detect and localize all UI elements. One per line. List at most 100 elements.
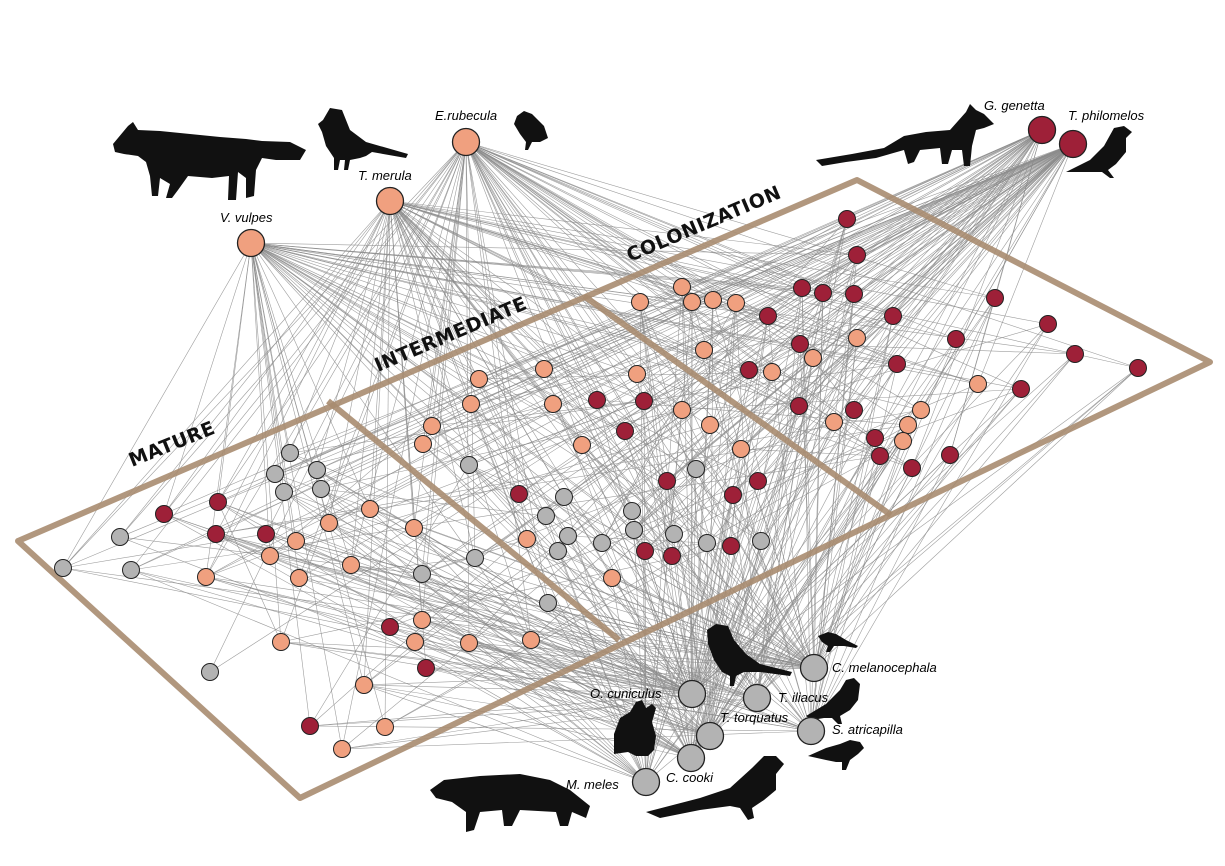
interaction-link bbox=[389, 200, 645, 402]
plant-node-mature bbox=[122, 561, 140, 579]
interaction-link bbox=[341, 693, 693, 750]
plant-node-mature bbox=[698, 534, 716, 552]
interaction-link bbox=[756, 254, 858, 699]
interaction-link bbox=[421, 143, 1074, 575]
interaction-link bbox=[756, 357, 814, 699]
label-satricapilla: S. atricapilla bbox=[832, 722, 903, 737]
interaction-link bbox=[756, 388, 1022, 699]
interaction-link bbox=[209, 254, 858, 673]
plant-node-colonization bbox=[1066, 345, 1084, 363]
plant-node-colonization bbox=[903, 459, 921, 477]
interaction-link bbox=[421, 573, 711, 737]
plant-node-mature bbox=[201, 663, 219, 681]
interaction-link bbox=[130, 569, 647, 783]
interaction-link bbox=[280, 545, 732, 643]
interaction-link bbox=[328, 129, 1043, 524]
interaction-link bbox=[62, 200, 391, 569]
interaction-link bbox=[250, 242, 693, 303]
interaction-link bbox=[250, 242, 352, 566]
interaction-link bbox=[465, 141, 858, 339]
plane-outline bbox=[15, 177, 1213, 801]
plant-node-intermediate bbox=[287, 532, 305, 550]
interaction-link bbox=[690, 293, 855, 759]
interaction-link bbox=[691, 468, 697, 695]
interaction-link bbox=[328, 522, 647, 783]
interaction-link bbox=[215, 533, 647, 783]
interaction-link bbox=[250, 242, 365, 686]
disperser-node-ggenetta bbox=[1027, 115, 1057, 145]
interaction-link bbox=[955, 143, 1074, 340]
plant-node-colonization bbox=[155, 505, 173, 523]
interaction-link bbox=[250, 242, 285, 493]
interaction-link bbox=[265, 143, 1074, 535]
plant-node-mature bbox=[275, 483, 293, 501]
interaction-link bbox=[389, 200, 1139, 369]
interaction-link bbox=[384, 200, 391, 728]
plant-node-mature bbox=[266, 465, 284, 483]
plant-node-colonization bbox=[791, 335, 809, 353]
plant-node-mature bbox=[625, 521, 643, 539]
interaction-link bbox=[799, 343, 1076, 355]
interaction-link bbox=[645, 409, 922, 783]
label-vvulpes: V. vulpes bbox=[220, 210, 273, 225]
interaction-link bbox=[740, 448, 881, 457]
interaction-link bbox=[250, 242, 759, 482]
interaction-link bbox=[350, 141, 467, 566]
interaction-link bbox=[283, 491, 693, 695]
interaction-link bbox=[309, 464, 470, 727]
plant-node-colonization bbox=[207, 525, 225, 543]
plant-node-mature bbox=[312, 480, 330, 498]
interaction-link bbox=[389, 200, 1049, 325]
interaction-link bbox=[316, 469, 693, 695]
plant-node-intermediate bbox=[894, 432, 912, 450]
plant-node-intermediate bbox=[628, 365, 646, 383]
interaction-link bbox=[250, 242, 673, 557]
interaction-link bbox=[250, 242, 472, 405]
interaction-link bbox=[320, 488, 647, 783]
plant-node-intermediate bbox=[732, 440, 750, 458]
interaction-link bbox=[810, 440, 904, 732]
plant-node-mature bbox=[54, 559, 72, 577]
robin-icon bbox=[514, 111, 548, 150]
interaction-link bbox=[217, 200, 391, 503]
interaction-link bbox=[611, 577, 815, 669]
interaction-link bbox=[425, 667, 711, 737]
plant-node-colonization bbox=[635, 392, 653, 410]
plant-node-colonization bbox=[871, 447, 889, 465]
interaction-link bbox=[631, 510, 812, 732]
interaction-link bbox=[62, 143, 1074, 569]
plant-node-intermediate bbox=[406, 633, 424, 651]
plant-node-colonization bbox=[884, 307, 902, 325]
interaction-link bbox=[384, 440, 904, 728]
interaction-link bbox=[280, 641, 693, 695]
interaction-link bbox=[465, 141, 528, 540]
interaction-link bbox=[215, 533, 711, 737]
interaction-link bbox=[673, 533, 815, 669]
interaction-link bbox=[465, 141, 683, 288]
plant-node-intermediate bbox=[333, 740, 351, 758]
interaction-link bbox=[691, 338, 957, 695]
interaction-link bbox=[215, 409, 922, 535]
interaction-link bbox=[389, 200, 693, 303]
interaction-link bbox=[756, 437, 876, 699]
interaction-link bbox=[130, 129, 1043, 571]
interaction-link bbox=[422, 443, 711, 737]
interaction-link bbox=[431, 400, 645, 427]
plant-node-colonization bbox=[1039, 315, 1057, 333]
interaction-link bbox=[547, 602, 711, 737]
plant-node-intermediate bbox=[261, 547, 279, 565]
interaction-link bbox=[799, 143, 1074, 345]
interaction-link bbox=[645, 297, 996, 783]
interaction-link bbox=[369, 200, 391, 510]
intermediate-colonization-divider bbox=[582, 293, 893, 518]
interaction-link bbox=[631, 510, 815, 669]
interaction-link bbox=[547, 602, 812, 732]
interaction-link bbox=[289, 363, 898, 454]
interaction-link bbox=[636, 373, 815, 669]
disperser-node-mmeles bbox=[631, 767, 661, 797]
plant-node-colonization bbox=[381, 618, 399, 636]
interaction-link bbox=[465, 141, 922, 411]
interaction-link bbox=[421, 619, 647, 783]
interaction-link bbox=[250, 242, 300, 579]
